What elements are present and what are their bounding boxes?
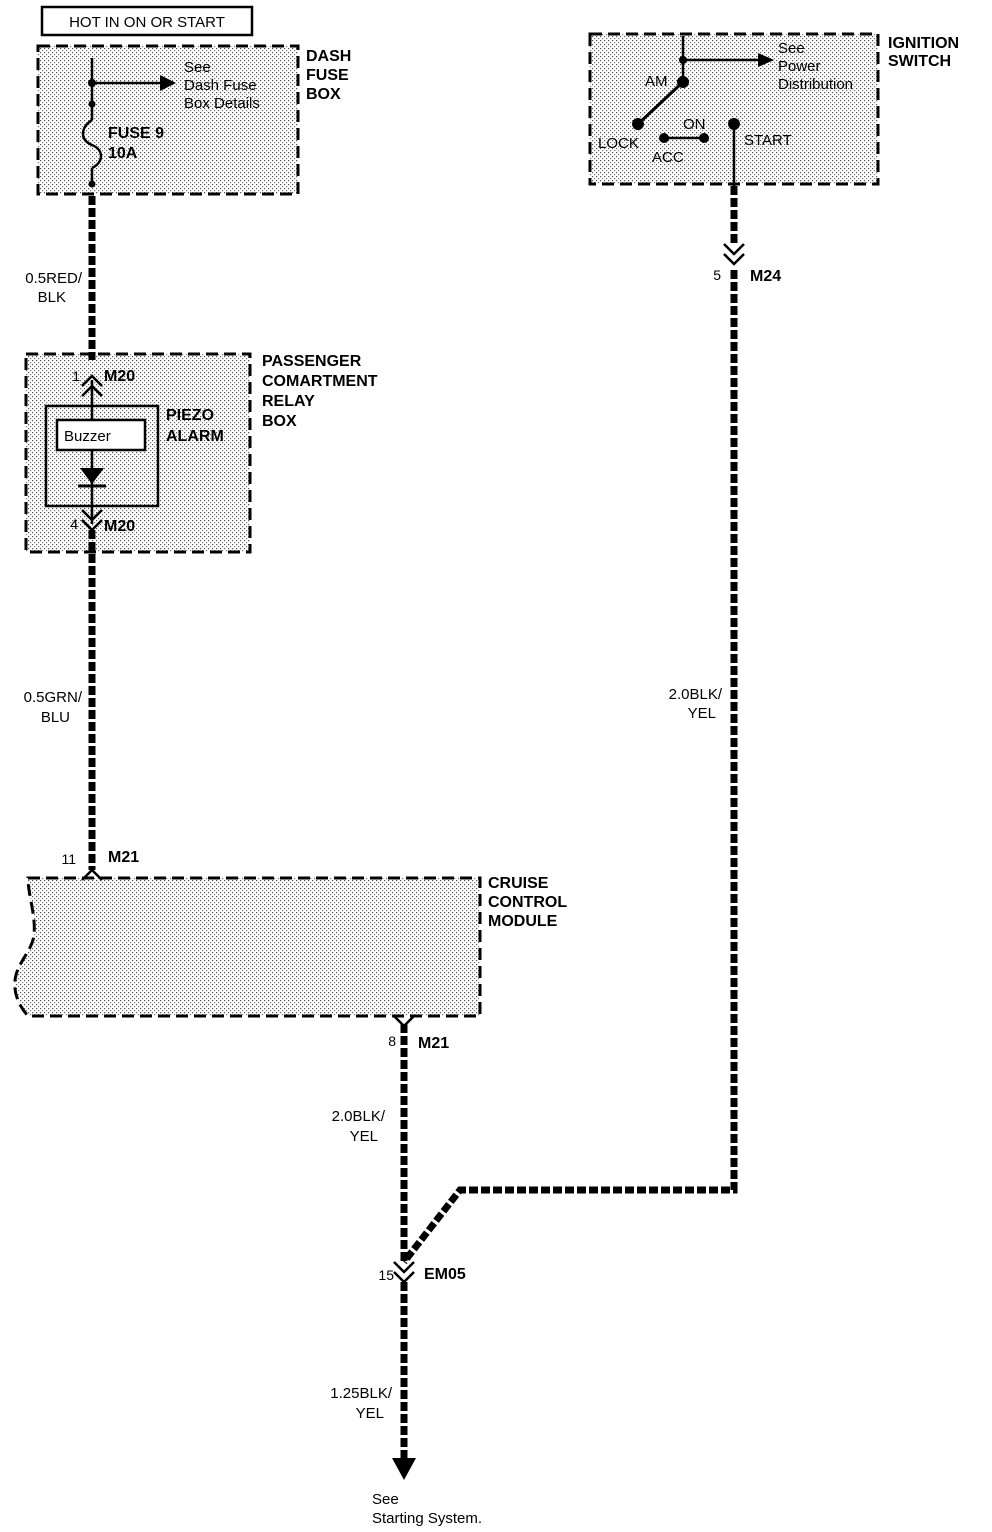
cruise-module-title-1: CRUISE (488, 875, 549, 892)
buzzer-box (55, 418, 147, 452)
ignition-switch: IGNITION SWITCH See Power Distribution A… (588, 32, 959, 186)
fuse-icon (81, 118, 103, 170)
wire-labels: 0.5RED/ BLK 0.5GRN/ BLU 2.0BLK/ YEL 2.0B… (24, 270, 723, 1422)
connector-c6-name: EM05 (424, 1266, 466, 1283)
connector-c4-name: M21 (418, 1035, 449, 1052)
starting-system-arrow-icon (392, 1458, 416, 1480)
dash-fuse-ref-arrow-icon (160, 75, 176, 91)
connector-c2-pin: 4 (70, 516, 78, 532)
dash-fuse-ref-2: Dash Fuse (184, 77, 257, 94)
piezo-alarm-title-2: ALARM (166, 428, 224, 445)
connector-c3-pin: 11 (61, 851, 76, 867)
fuse-rating: 10A (108, 145, 138, 162)
ignition-am-label: AM (645, 73, 668, 90)
hot-in-label-text: HOT IN ON OR START (69, 14, 225, 31)
ignition-ref-1: See (778, 40, 805, 57)
connector-m21-11-icon (81, 868, 103, 881)
wire-label-w1-1: 0.5RED/ (25, 270, 83, 287)
connector-c5-name: M24 (750, 268, 781, 285)
dash-fuse-box-title-2: FUSE (306, 67, 349, 84)
wire-label-w3-2: YEL (688, 705, 716, 722)
connector-c2-name: M20 (104, 518, 135, 535)
cruise-control-module: CRUISE CONTROL MODULE (13, 875, 567, 1018)
dash-fuse-box-title-3: BOX (306, 86, 341, 103)
wire-label-w5-1: 1.25BLK/ (330, 1385, 393, 1402)
connector-c4-pin: 8 (388, 1033, 396, 1049)
dash-fuse-ref-3: Box Details (184, 95, 260, 112)
relay-box-title-2: COMARTMENT (262, 373, 378, 390)
wires (88, 186, 738, 1480)
wire-label-w3-1: 2.0BLK/ (669, 686, 723, 703)
wire-label-w2-1: 0.5GRN/ (24, 689, 83, 706)
wire-label-w4-1: 2.0BLK/ (332, 1108, 386, 1125)
dash-fuse-ref-1: See (184, 59, 211, 76)
cruise-module-title-2: CONTROL (488, 894, 567, 911)
ignition-start-label: START (744, 132, 792, 149)
ignition-on-label: ON (683, 116, 706, 133)
connector-m20-4-icon (81, 509, 103, 522)
connector-c6-pin: 15 (378, 1267, 394, 1283)
starting-system-ref: See Starting System. (372, 1491, 482, 1527)
connector-c3-name: M21 (108, 849, 139, 866)
connector-c1-pin: 1 (72, 368, 80, 384)
ignition-switch-title-2: SWITCH (888, 53, 951, 70)
wire-label-w2-2: BLU (41, 709, 70, 726)
connector-m24-5-icon (723, 243, 745, 256)
connector-m20-1-icon (81, 374, 103, 387)
ignition-ref-arrow-icon (758, 53, 774, 67)
relay-box-title-1: PASSENGER (262, 353, 362, 370)
hot-in-label: HOT IN ON OR START (40, 5, 254, 37)
ignition-ref-3: Distribution (778, 76, 853, 93)
ignition-acc-label: ACC (652, 149, 684, 166)
connector-labels: 1 M20 4 M20 11 M21 8 M21 5 M24 15 EM05 (61, 267, 781, 1283)
starting-system-ref-2: Starting System. (372, 1510, 482, 1527)
piezo-alarm-box (44, 404, 160, 508)
ignition-lock-label: LOCK (598, 135, 639, 152)
connector-c1-name: M20 (104, 368, 135, 385)
ignition-ref-2: Power (778, 58, 821, 75)
connector-c5-pin: 5 (713, 267, 721, 283)
cruise-module-title-3: MODULE (488, 913, 558, 930)
relay-box-title-3: RELAY (262, 393, 315, 410)
wire-label-w4-2: YEL (350, 1128, 378, 1145)
connector-symbols (81, 243, 745, 1284)
starting-system-ref-1: See (372, 1491, 399, 1508)
wire-label-w1-2: BLK (38, 289, 66, 306)
relay-box-title-4: BOX (262, 413, 297, 430)
ignition-switch-arm (636, 80, 685, 126)
buzzer-label: Buzzer (64, 428, 111, 445)
dash-fuse-box-title-1: DASH (306, 48, 351, 65)
connector-m21-8-icon (393, 1015, 415, 1028)
diode-icon (80, 468, 104, 484)
relay-box: PASSENGER COMARTMENT RELAY BOX PIEZO ALA… (24, 352, 378, 554)
fuse-name: FUSE 9 (108, 125, 164, 142)
wire-label-w5-2: YEL (356, 1405, 384, 1422)
piezo-alarm-title-1: PIEZO (166, 407, 214, 424)
wire-blk-yel-right (401, 270, 738, 1265)
connector-em05-15-icon (393, 1261, 415, 1274)
ignition-switch-title-1: IGNITION (888, 35, 959, 52)
dash-fuse-box: DASH FUSE BOX See Dash Fuse Box Details … (36, 44, 351, 196)
